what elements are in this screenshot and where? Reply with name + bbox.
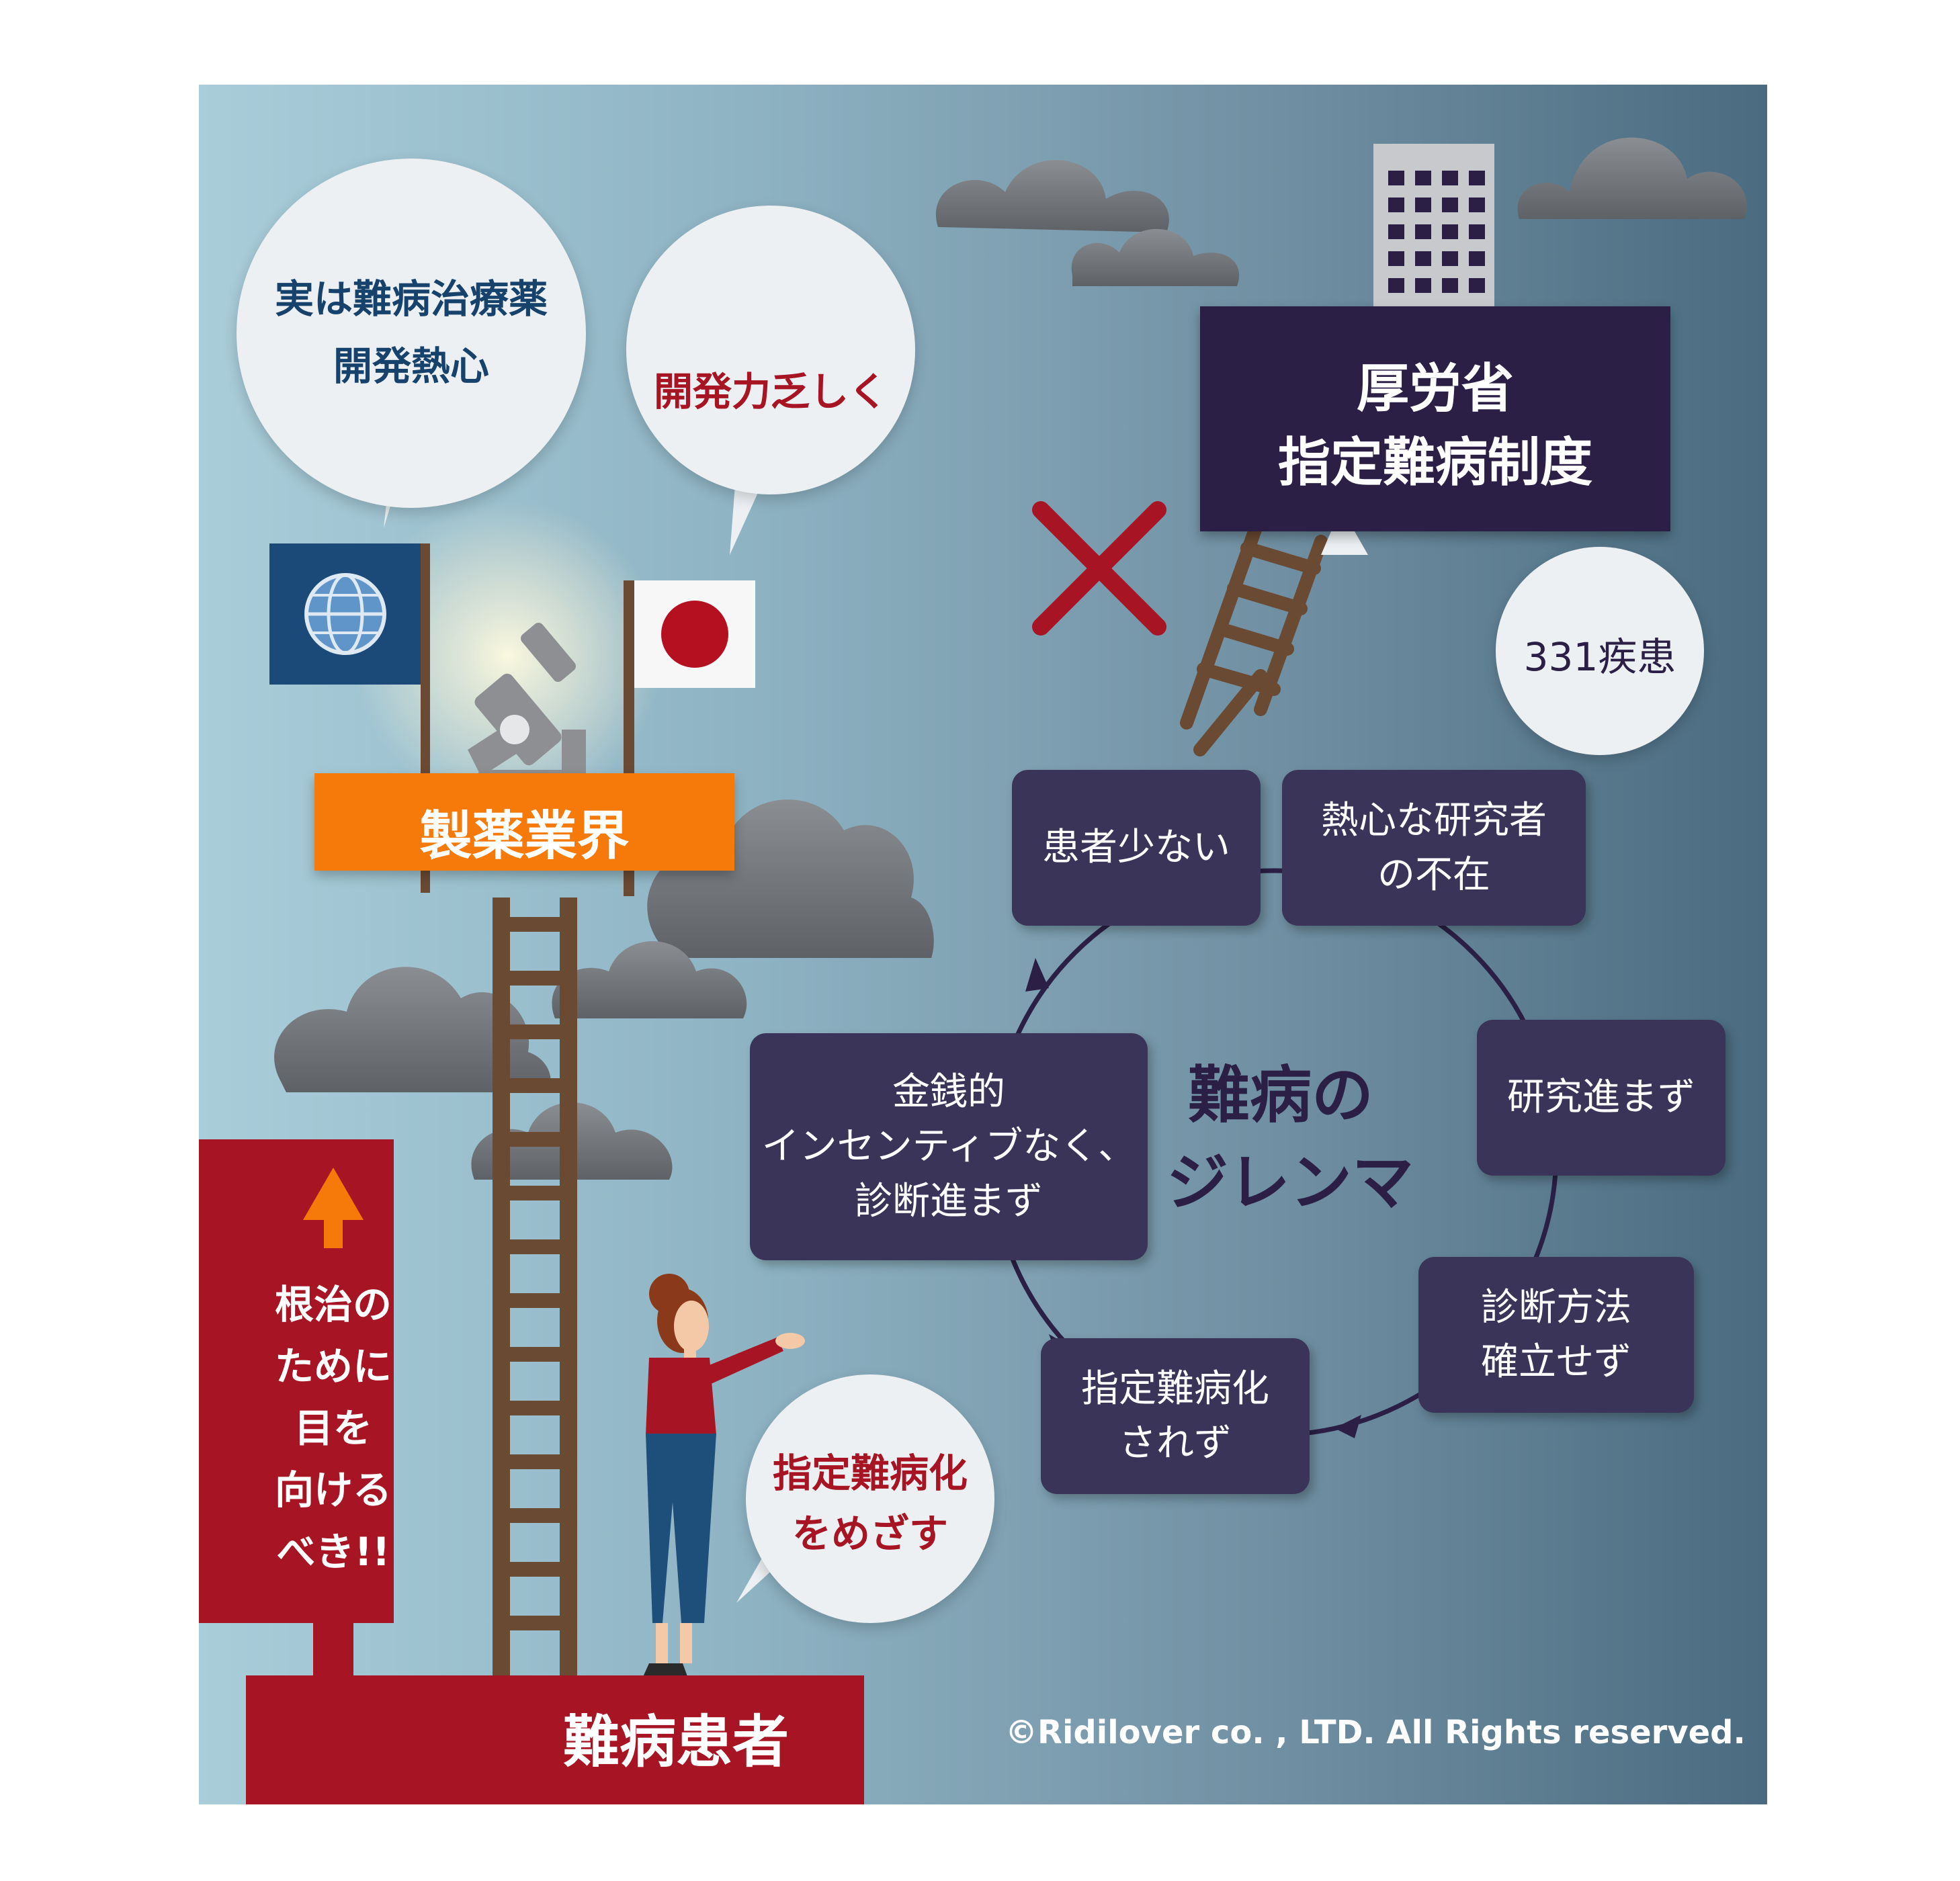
cycle-node-few-patients: 患者少ない [1012,770,1261,926]
up-arrow-icon [303,1168,364,1248]
signpost-line: 目を [294,1405,372,1451]
pharma-industry-text: 製薬業界 [419,806,630,867]
cycle-node-line: インセンティブなく、 [761,1125,1136,1169]
cycle-node-line: 熱心な研究者 [1321,798,1547,842]
cycle-node-no-diagnosis-method: 診断方法 確立せず [1418,1257,1694,1413]
cycle-node-line: 診断進まず [855,1179,1043,1223]
signpost-line: ために [274,1344,392,1389]
cloud-icon [552,941,747,1018]
cycle-node-line: 金銭的 [892,1070,1005,1114]
bubble-lack-capability [626,206,915,494]
cycle-node-line: 患者少ない [1042,826,1230,870]
ladder-rungs [495,917,575,1630]
signpost-message: 根治の ために 目を 向ける べき!! [199,1274,535,1583]
cycle-node-line: の不在 [1377,853,1490,897]
mhlw-label-line2: 指定難病制度 [1277,433,1592,493]
pharma-industry-label [314,773,734,871]
globe-flag-icon [269,543,430,893]
cycle-node-no-incentive: 金銭的 インセンティブなく、 診断進まず [750,1033,1148,1260]
broken-ladder-icon [1180,508,1328,756]
patient-label-text: 難病患者 [562,1709,789,1775]
bubble-rd-enthusiasm-line2: 開発熱心 [333,343,489,389]
bubble-tail [1321,508,1368,555]
dilemma-title-line1: 難病の [1187,1059,1373,1131]
copyright-notice: ©Ridilover co. , LTD. All Rights reserve… [1005,1714,1746,1751]
mhlw-label-box [1200,306,1670,531]
bubble-target-designation [746,1374,994,1623]
cycle-node-no-researchers: 熱心な研究者 の不在 [1282,770,1586,926]
cycle-node-line: されず [1119,1421,1232,1465]
bubble-disease-count [1496,547,1704,755]
illustration-panel: 実は難病治療薬 開発熱心 開発力乏しく 指定難病化 をめざす 331疾患 製薬業… [199,85,1767,1804]
woman-figure-icon [642,1274,805,1678]
cloud-icon [935,160,1169,232]
bubble-target-designation-line1: 指定難病化 [772,1450,968,1496]
signpost-line: 向ける [274,1467,392,1513]
signpost-line: 根治の [274,1282,392,1327]
cycle-node-line: 確立せず [1481,1340,1631,1384]
bubble-disease-count-text: 331疾患 [1523,634,1676,680]
mhlw-label-line1: 厚労省 [1356,359,1514,419]
cycle-node-line: 研究進まず [1507,1076,1695,1120]
cycle-node-line: 指定難病化 [1081,1366,1269,1411]
cloud-icon [1071,228,1240,286]
bubble-rd-enthusiasm [237,159,586,508]
bubble-lack-capability-text: 開発力乏しく [653,369,888,414]
signpost-line: べき!! [276,1529,390,1575]
cycle-node-not-designated: 指定難病化 されず [1041,1338,1310,1494]
bubble-target-designation-line2: をめざす [792,1511,948,1557]
cross-mark-icon [1032,501,1166,636]
building-icon [1373,144,1494,308]
dilemma-title-line2: ジレンマ [1166,1147,1414,1219]
cycle-node-line: 診断方法 [1481,1285,1631,1329]
cycle-node-research-stalls: 研究進まず [1477,1020,1725,1176]
patient-label-box [246,1675,864,1804]
cloud-icon [1517,137,1747,219]
cloud-icon [647,799,934,958]
bubble-rd-enthusiasm-line1: 実は難病治療薬 [274,276,548,322]
cloud-icon [274,967,551,1092]
